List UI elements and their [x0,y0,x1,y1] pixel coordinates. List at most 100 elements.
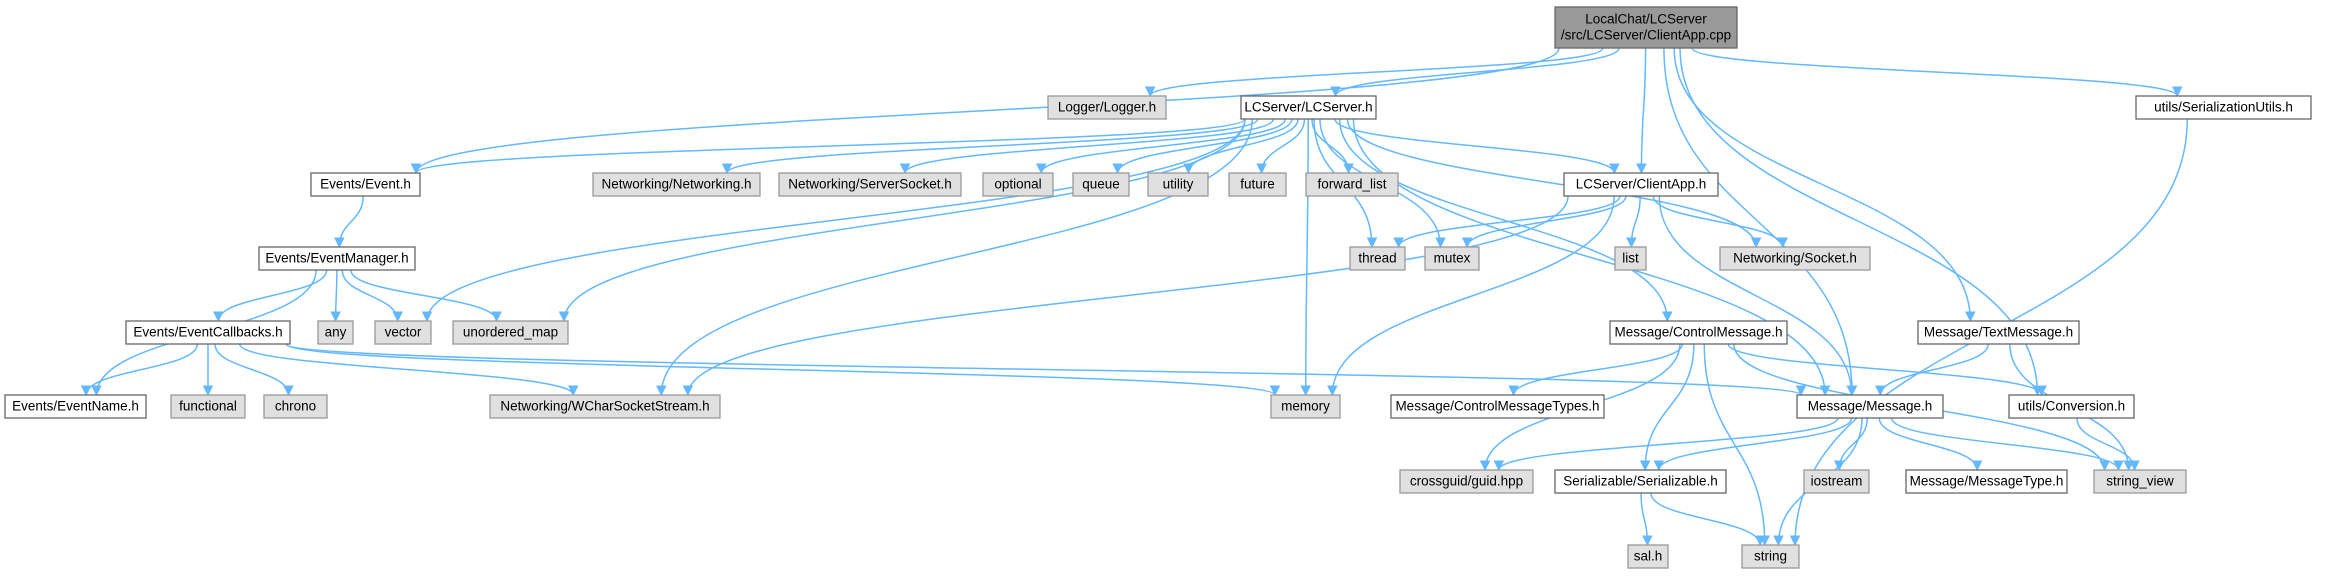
node-eventname[interactable]: Events/EventName.h [4,394,147,419]
node-functional: functional [170,394,246,419]
edge-eventmanager-to-eventcallbacks [213,269,328,323]
node-label-logger: Logger/Logger.h [1058,100,1156,115]
edge-lcserver-to-future [1256,118,1306,175]
edge-clientapp-to-message [1658,195,1857,397]
node-box-eventmanager [258,246,416,271]
node-eventmanager[interactable]: Events/EventManager.h [258,246,416,271]
node-box-serializable [1554,469,1727,494]
node-box-list [1614,246,1647,271]
edge-serializable-to-string [1650,492,1766,547]
edge-root-to-clientapp [1636,47,1647,175]
node-clientapp[interactable]: LCServer/ClientApp.h [1563,172,1719,197]
node-box-string_view [2093,469,2187,494]
edge-clientapp-to-memory [1327,195,1615,397]
node-messagetype[interactable]: Message/MessageType.h [1905,469,2068,494]
node-label-lcserver: LCServer/LCServer.h [1244,100,1372,115]
node-sal: sal.h [1627,544,1669,569]
node-string: string [1741,544,1800,569]
node-root: LocalChat/LCServer/src/LCServer/ClientAp… [1554,6,1738,49]
node-box-unordered_map [452,320,569,345]
node-controlmessagetypes[interactable]: Message/ControlMessageTypes.h [1390,394,1605,419]
edge-eventmanager-to-any [330,269,341,323]
node-vector: vector [374,320,432,345]
edge-clientapp-to-thread [1393,195,1621,249]
edge-lcserver-to-socket [1346,118,1762,249]
node-label-conversion: utils/Conversion.h [2018,399,2125,414]
node-label-thread: thread [1358,251,1396,266]
edge-lcserver-to-networking [721,118,1259,175]
edge-conversion-to-string_view [2076,417,2140,472]
node-box-utility [1147,172,1209,197]
node-label-optional: optional [994,177,1041,192]
edge-eventcallbacks-to-message [285,343,1806,397]
nodes-layer: LocalChat/LCServer/src/LCServer/ClientAp… [4,6,2312,569]
node-box-messagetype [1905,469,2068,494]
node-box-optional [982,172,1054,197]
node-box-queue [1072,172,1130,197]
node-box-memory [1270,394,1341,419]
node-box-any [317,320,354,345]
node-label-eventname: Events/EventName.h [12,399,139,414]
node-box-conversion [2008,394,2135,419]
node-message[interactable]: Message/Message.h [1796,394,1944,419]
edge-lcserver-to-forward_list [1311,118,1354,175]
node-label-string_view: string_view [2106,474,2174,489]
node-lcserver[interactable]: LCServer/LCServer.h [1240,95,1377,120]
node-label-messagetype: Message/MessageType.h [1910,474,2064,489]
edge-message-to-serializable [1653,417,1853,472]
edge-eventmanager-to-vector [341,269,403,323]
node-optional: optional [982,172,1054,197]
edge-message-to-crossguid [1493,417,1839,472]
edge-root-to-message [1663,47,1858,397]
node-label-iostream: iostream [1811,474,1863,489]
edge-lcserver-to-queue [1112,118,1293,175]
node-crossguid: crossguid/guid.hpp [1399,469,1534,494]
node-any: any [317,320,354,345]
node-box-controlmessagetypes [1390,394,1605,419]
node-conversion[interactable]: utils/Conversion.h [2008,394,2135,419]
node-label-forward_list: forward_list [1317,177,1386,192]
node-label-chrono: chrono [275,399,316,414]
node-label-queue: queue [1082,177,1120,192]
node-event[interactable]: Events/Event.h [310,172,421,197]
node-queue: queue [1072,172,1130,197]
node-wcharsocketstream: Networking/WCharSocketStream.h [489,394,721,419]
edge-root-to-serialutils [1691,47,2183,98]
node-serversocket: Networking/ServerSocket.h [778,172,962,197]
node-eventcallbacks[interactable]: Events/EventCallbacks.h [125,320,291,345]
edge-eventcallbacks-to-eventname [80,343,199,397]
node-label-crossguid: crossguid/guid.hpp [1410,474,1523,489]
edge-lcserver-to-controlmessage [1338,118,1673,323]
edge-lcserver-to-clientapp [1334,118,1620,175]
node-label-root-line-0: LocalChat/LCServer [1585,12,1707,27]
node-serializable[interactable]: Serializable/Serializable.h [1554,469,1727,494]
node-box-thread [1349,246,1406,271]
edge-serializable-to-sal [1640,492,1653,547]
edge-root-to-event [410,47,1560,175]
edge-clientapp-to-list [1626,195,1641,249]
node-textmessage[interactable]: Message/TextMessage.h [1917,320,2080,345]
node-serialutils[interactable]: utils/SerializationUtils.h [2135,95,2312,120]
node-socket: Networking/Socket.h [1719,246,1871,271]
node-box-forward_list [1305,172,1399,197]
edge-controlmessage-to-serializable [1639,343,1695,472]
edge-textmessage-to-message [1875,343,1989,397]
edge-lcserver-to-unordered_map [558,118,1246,323]
node-label-future: future [1240,177,1275,192]
edge-lcserver-to-memory [1300,118,1311,397]
node-controlmessage[interactable]: Message/ControlMessage.h [1609,320,1788,345]
node-box-string [1741,544,1800,569]
edge-eventmanager-to-unordered_map [350,269,502,323]
node-box-eventcallbacks [125,320,291,345]
node-forward_list: forward_list [1305,172,1399,197]
node-box-functional [170,394,246,419]
node-networking: Networking/Networking.h [592,172,761,197]
node-box-event [310,172,421,197]
node-label-unordered_map: unordered_map [463,325,558,340]
node-label-functional: functional [179,399,237,414]
edge-eventcallbacks-to-chrono [214,343,294,397]
node-label-event: Events/Event.h [320,177,411,192]
edge-lcserver-to-message [1352,118,1831,397]
node-label-list: list [1622,251,1639,266]
node-label-networking: Networking/Networking.h [601,177,751,192]
